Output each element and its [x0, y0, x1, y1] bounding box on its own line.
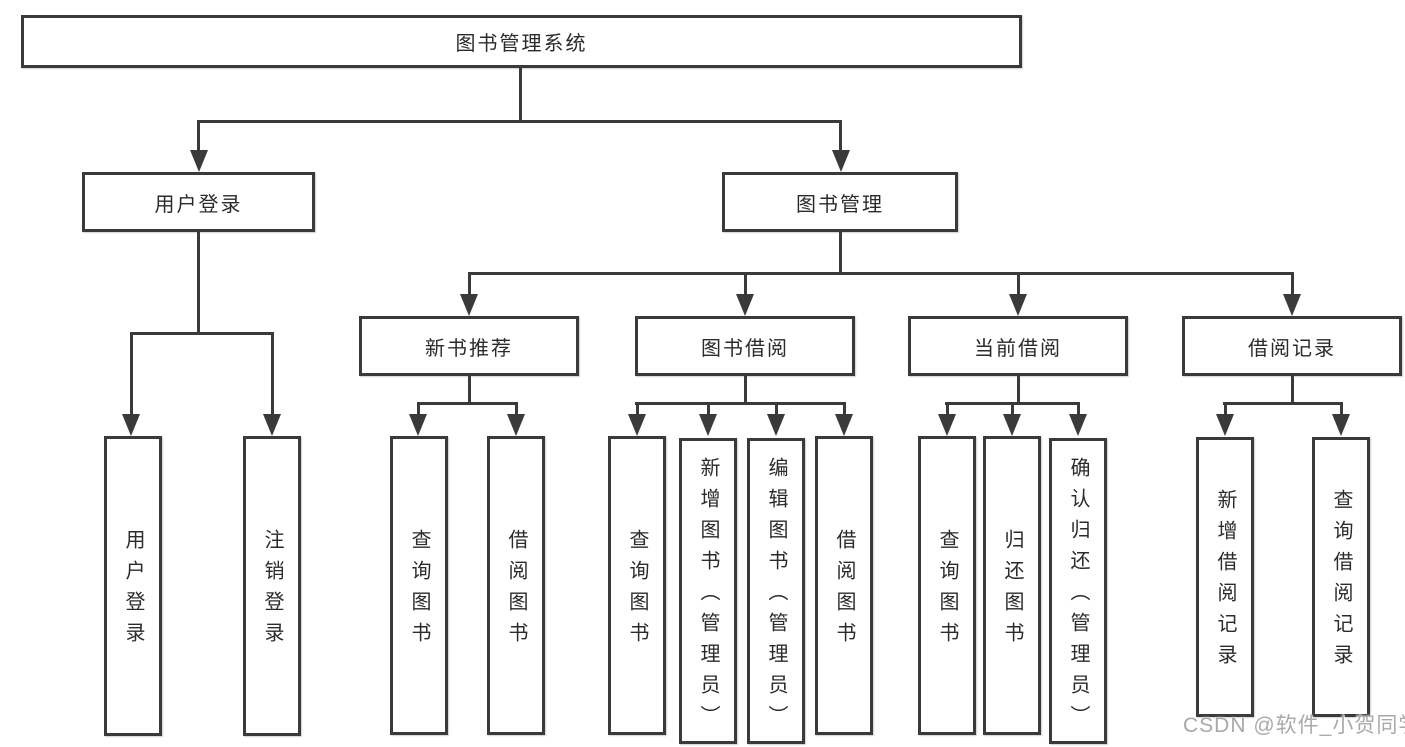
leaf-borrowing-query-books: 查询图书	[608, 436, 666, 735]
connector-line	[635, 402, 846, 405]
arrow-down-icon	[1069, 414, 1087, 436]
connector-line	[271, 332, 274, 414]
connector-line	[1291, 376, 1294, 404]
connector-line	[1011, 402, 1014, 414]
arrow-down-icon	[1332, 414, 1350, 436]
node-user-login: 用户登录	[82, 172, 315, 232]
connector-line	[744, 376, 747, 404]
leaf-borrowing-add-books-admin: 新增图书（管理员）	[679, 438, 737, 744]
connector-line	[843, 402, 846, 414]
connector-line	[197, 120, 842, 123]
connector-line	[1340, 402, 1343, 414]
connector-line	[515, 402, 518, 414]
arrow-down-icon	[628, 414, 646, 436]
connector-line	[130, 332, 133, 414]
leaf-records-query-record: 查询借阅记录	[1312, 437, 1370, 717]
arrow-down-icon	[122, 414, 140, 436]
leaf-current-confirm-return-admin: 确认归还（管理员）	[1049, 438, 1107, 744]
connector-line	[130, 332, 274, 335]
connector-line	[839, 232, 842, 275]
connector-line	[417, 402, 518, 405]
leaf-recommend-query-books: 查询图书	[390, 436, 448, 735]
leaf-logout: 注销登录	[243, 436, 301, 736]
connector-line	[839, 120, 842, 152]
leaf-borrowing-borrow-books: 借阅图书	[815, 436, 873, 735]
connector-line	[1017, 272, 1020, 294]
leaf-current-query-books: 查询图书	[918, 436, 976, 735]
arrow-down-icon	[835, 414, 853, 436]
connector-line	[1223, 402, 1343, 405]
arrow-down-icon	[507, 414, 525, 436]
arrow-down-icon	[460, 294, 478, 316]
node-root: 图书管理系统	[21, 15, 1022, 68]
arrow-down-icon	[832, 150, 850, 172]
arrow-down-icon	[1216, 414, 1234, 436]
arrow-down-icon	[1009, 294, 1027, 316]
connector-line	[197, 120, 200, 152]
connector-line	[1291, 272, 1294, 294]
arrow-down-icon	[190, 150, 208, 172]
node-book-borrowing: 图书借阅	[635, 316, 855, 376]
leaf-recommend-borrow-books: 借阅图书	[487, 436, 545, 735]
connector-line	[468, 272, 471, 294]
arrow-down-icon	[1283, 294, 1301, 316]
watermark: CSDN @软件_小贺同学	[1183, 714, 1405, 737]
connector-line	[946, 402, 949, 414]
connector-line	[468, 376, 471, 404]
node-current-borrowing: 当前借阅	[908, 316, 1128, 376]
connector-line	[744, 272, 747, 294]
connector-line	[707, 402, 710, 414]
connector-line	[1224, 402, 1227, 414]
arrow-down-icon	[699, 414, 717, 436]
connector-line	[1077, 402, 1080, 414]
leaf-records-add-record: 新增借阅记录	[1196, 437, 1254, 717]
connector-line	[417, 402, 420, 414]
connector-line	[519, 68, 522, 122]
arrow-down-icon	[263, 414, 281, 436]
node-book-management: 图书管理	[722, 172, 958, 232]
arrow-down-icon	[767, 414, 785, 436]
connector-line	[468, 272, 1294, 275]
connector-line	[775, 402, 778, 414]
node-new-book-recommend: 新书推荐	[359, 316, 579, 376]
connector-line	[636, 402, 639, 414]
node-borrowing-records: 借阅记录	[1182, 316, 1402, 376]
connector-line	[197, 232, 200, 335]
arrow-down-icon	[409, 414, 427, 436]
arrow-down-icon	[736, 294, 754, 316]
arrow-down-icon	[938, 414, 956, 436]
leaf-current-return-books: 归还图书	[983, 436, 1041, 735]
leaf-borrowing-edit-books-admin: 编辑图书（管理员）	[747, 438, 805, 744]
arrow-down-icon	[1003, 414, 1021, 436]
connector-line	[1017, 376, 1020, 404]
leaf-user-login: 用户登录	[104, 436, 162, 736]
